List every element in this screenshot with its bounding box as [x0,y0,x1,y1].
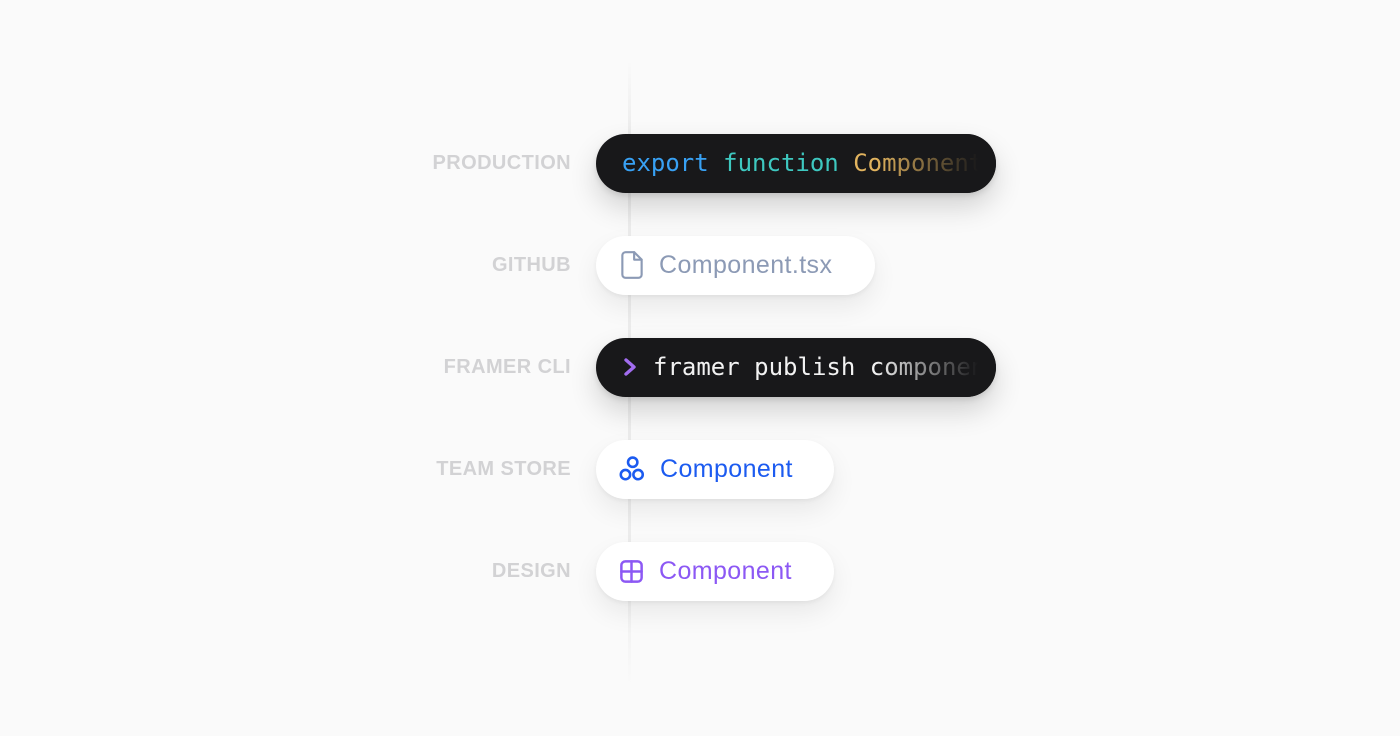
stage-label-design: DESIGN [491,559,571,582]
row-design: DESIGN Component [0,541,1400,601]
grid-icon [618,558,645,585]
terminal-pill[interactable]: framer publish component [596,337,996,397]
store-component-pill[interactable]: Component [596,439,834,499]
row-production: PRODUCTION export function Component() { [0,133,1400,193]
stage-label-github: GITHUB [491,253,571,276]
component-name: Component [660,454,793,483]
row-framer-cli: FRAMER CLI framer publish component [0,337,1400,397]
stage-label-production: PRODUCTION [432,151,571,174]
row-team-store: TEAM STORE Component [0,439,1400,499]
file-icon [619,250,645,280]
component-name: Component [659,556,792,585]
file-name: Component.tsx [659,250,833,279]
design-component-pill[interactable]: Component [596,541,834,601]
stage-label-framer-cli: FRAMER CLI [443,355,571,378]
terminal-command: framer publish component [653,353,996,381]
stage-label-team-store: TEAM STORE [436,457,571,480]
prompt-chevron-icon [622,356,638,378]
row-github: GITHUB Component.tsx [0,235,1400,295]
code-snippet-pill[interactable]: export function Component() { [596,133,996,193]
code-line: export function Component() { [622,149,996,177]
circles-cluster-icon [618,455,646,483]
file-pill[interactable]: Component.tsx [596,235,875,295]
